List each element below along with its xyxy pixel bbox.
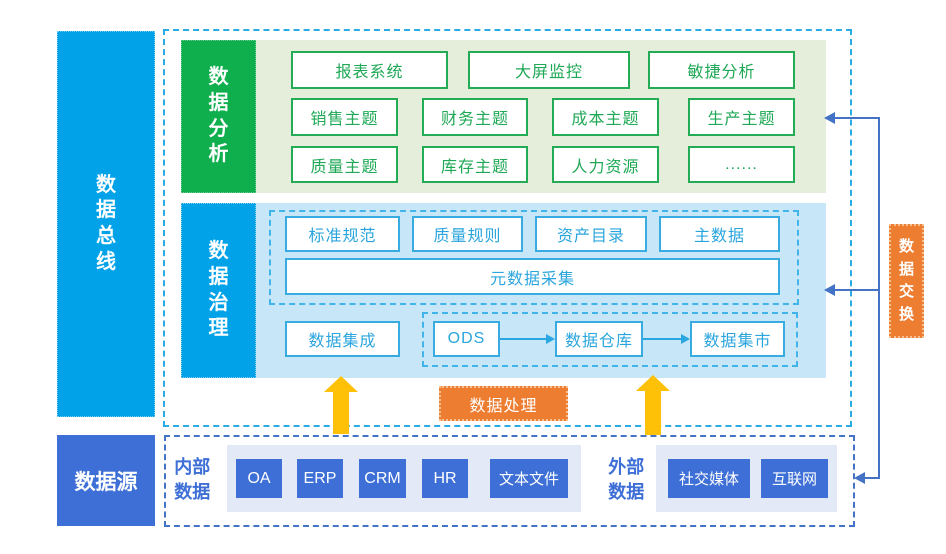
data-exchange-label: 数据交换 <box>898 238 914 323</box>
bus-dashed-frame <box>163 29 852 427</box>
arrowhead-to-source-icon <box>854 472 865 484</box>
flow-arrowhead-warehouse <box>546 334 555 344</box>
data-bus-bar: 数据总线 <box>57 31 155 417</box>
flow-box-datamart: 数据集市 <box>690 321 785 357</box>
exchange-connector-branch-governance <box>834 289 880 291</box>
analysis-box-production: 生产主题 <box>688 98 795 136</box>
internal-data-label: 内部数据 <box>174 457 211 503</box>
up-arrow-right-head-icon <box>636 375 670 391</box>
analysis-box-agile: 敏捷分析 <box>648 51 795 89</box>
analysis-box-sales: 销售主题 <box>291 98 398 136</box>
source-box-crm: CRM <box>359 459 406 498</box>
data-source-dashed-frame <box>164 435 855 527</box>
exchange-connector-branch-analysis <box>834 117 880 119</box>
flow-arrowhead-datamart <box>681 334 690 344</box>
data-bus-label: 数据总线 <box>96 173 116 273</box>
up-arrow-right-shaft <box>645 391 661 435</box>
source-box-erp: ERP <box>297 459 343 498</box>
analysis-box-hr: 人力资源 <box>552 146 659 183</box>
governance-box-quality-rules: 质量规则 <box>412 216 523 252</box>
analysis-section-label-bar: 数据分析 <box>181 40 256 193</box>
governance-box-asset-catalog: 资产目录 <box>535 216 647 252</box>
data-exchange-box: 数据交换 <box>889 224 924 338</box>
governance-upper-dashed-frame <box>269 210 799 305</box>
governance-box-integration: 数据集成 <box>285 321 400 357</box>
analysis-section-label: 数据分析 <box>208 66 229 166</box>
data-source-label-bar: 数据源 <box>57 435 155 526</box>
up-arrow-left-shaft <box>333 392 349 434</box>
governance-section-label-bar: 数据治理 <box>181 203 256 378</box>
flow-arrow-warehouse-to-mart <box>643 338 682 340</box>
exchange-connector-vertical-line <box>878 117 880 479</box>
governance-section-label: 数据治理 <box>208 240 229 340</box>
analysis-box-finance: 财务主题 <box>422 98 528 136</box>
analysis-box-inventory: 库存主题 <box>422 146 528 183</box>
source-box-social-media: 社交媒体 <box>668 459 750 498</box>
flow-box-ods: ODS <box>433 321 500 357</box>
source-box-oa: OA <box>236 459 282 498</box>
governance-box-master-data: 主数据 <box>659 216 780 252</box>
source-box-internet: 互联网 <box>761 459 828 498</box>
analysis-box-report: 报表系统 <box>291 51 448 89</box>
arrowhead-to-analysis-icon <box>824 112 835 124</box>
up-arrow-left-head-icon <box>324 376 358 392</box>
governance-box-metadata-collection: 元数据采集 <box>285 258 780 295</box>
flow-box-warehouse: 数据仓库 <box>555 321 643 357</box>
source-box-textfile: 文本文件 <box>490 459 568 498</box>
governance-box-standards: 标准规范 <box>285 216 400 252</box>
external-data-label: 外部数据 <box>608 457 645 503</box>
analysis-box-dashboard: 大屏监控 <box>468 51 630 89</box>
warehouse-flow-dashed-frame <box>422 312 798 367</box>
flow-arrow-ods-to-warehouse <box>500 338 547 340</box>
source-box-hr: HR <box>422 459 468 498</box>
arrowhead-to-governance-icon <box>824 284 835 296</box>
exchange-connector-branch-source <box>864 477 880 479</box>
analysis-box-more: ...... <box>688 146 795 183</box>
analysis-box-quality: 质量主题 <box>291 146 398 183</box>
data-process-box: 数据处理 <box>439 386 568 421</box>
analysis-box-cost: 成本主题 <box>552 98 659 136</box>
